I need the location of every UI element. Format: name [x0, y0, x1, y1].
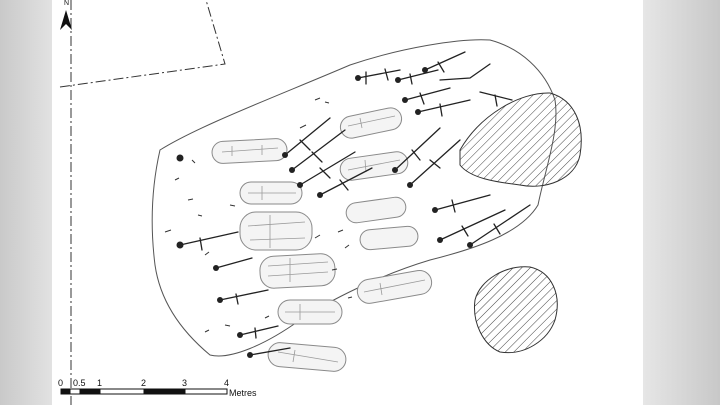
hatched-disturbance-upper	[459, 92, 582, 187]
right-margin-background	[643, 0, 720, 405]
scale-tick-label: 0.5	[73, 378, 86, 388]
coffin-outline	[211, 138, 288, 164]
scale-unit-label: Metres	[229, 388, 257, 398]
skeleton	[439, 63, 491, 81]
coffin-burials	[211, 107, 433, 372]
scale-tick-label: 4	[224, 378, 230, 388]
skeleton	[215, 257, 253, 269]
scale-tick-label: 1	[97, 378, 103, 388]
skull-markers	[176, 67, 473, 358]
skeleton	[179, 231, 239, 251]
skeleton	[291, 129, 346, 171]
hatched-disturbance-lower	[474, 266, 558, 354]
skeleton	[434, 194, 491, 213]
bone-fragments	[164, 97, 353, 333]
skeleton	[299, 151, 356, 186]
skeleton	[249, 347, 291, 356]
north-arrow-icon	[60, 10, 72, 30]
skeleton	[239, 325, 279, 339]
skeleton	[357, 68, 401, 85]
scale-bar	[60, 388, 228, 395]
north-label: N	[64, 0, 70, 7]
skeleton	[439, 209, 506, 241]
skeleton-drawings	[179, 51, 531, 356]
coffin-outline	[345, 196, 407, 224]
scale-tick-label: 3	[182, 378, 188, 388]
coffin-outline	[339, 107, 403, 139]
coffin-outline	[339, 151, 409, 181]
skeleton	[319, 167, 373, 196]
coffin-outline	[356, 269, 433, 304]
skeleton	[479, 91, 513, 107]
skeleton	[397, 69, 439, 85]
scale-tick-label: 0	[58, 378, 64, 388]
skeleton	[469, 204, 531, 246]
left-margin-background	[0, 0, 52, 405]
skeleton	[424, 51, 466, 73]
skeleton	[404, 87, 451, 105]
coffin-outline	[359, 225, 419, 251]
skeleton	[417, 99, 471, 117]
trench-boundary	[59, 0, 226, 405]
coffin-outline	[259, 253, 336, 289]
cemetery-outline	[151, 39, 557, 357]
scale-tick-label: 2	[141, 378, 147, 388]
coffin-skeleton-sketches	[221, 115, 426, 363]
skeleton	[219, 289, 269, 305]
coffin-outline	[239, 211, 313, 251]
skeleton	[409, 139, 461, 186]
skeleton	[284, 117, 331, 156]
skeleton	[394, 127, 441, 171]
